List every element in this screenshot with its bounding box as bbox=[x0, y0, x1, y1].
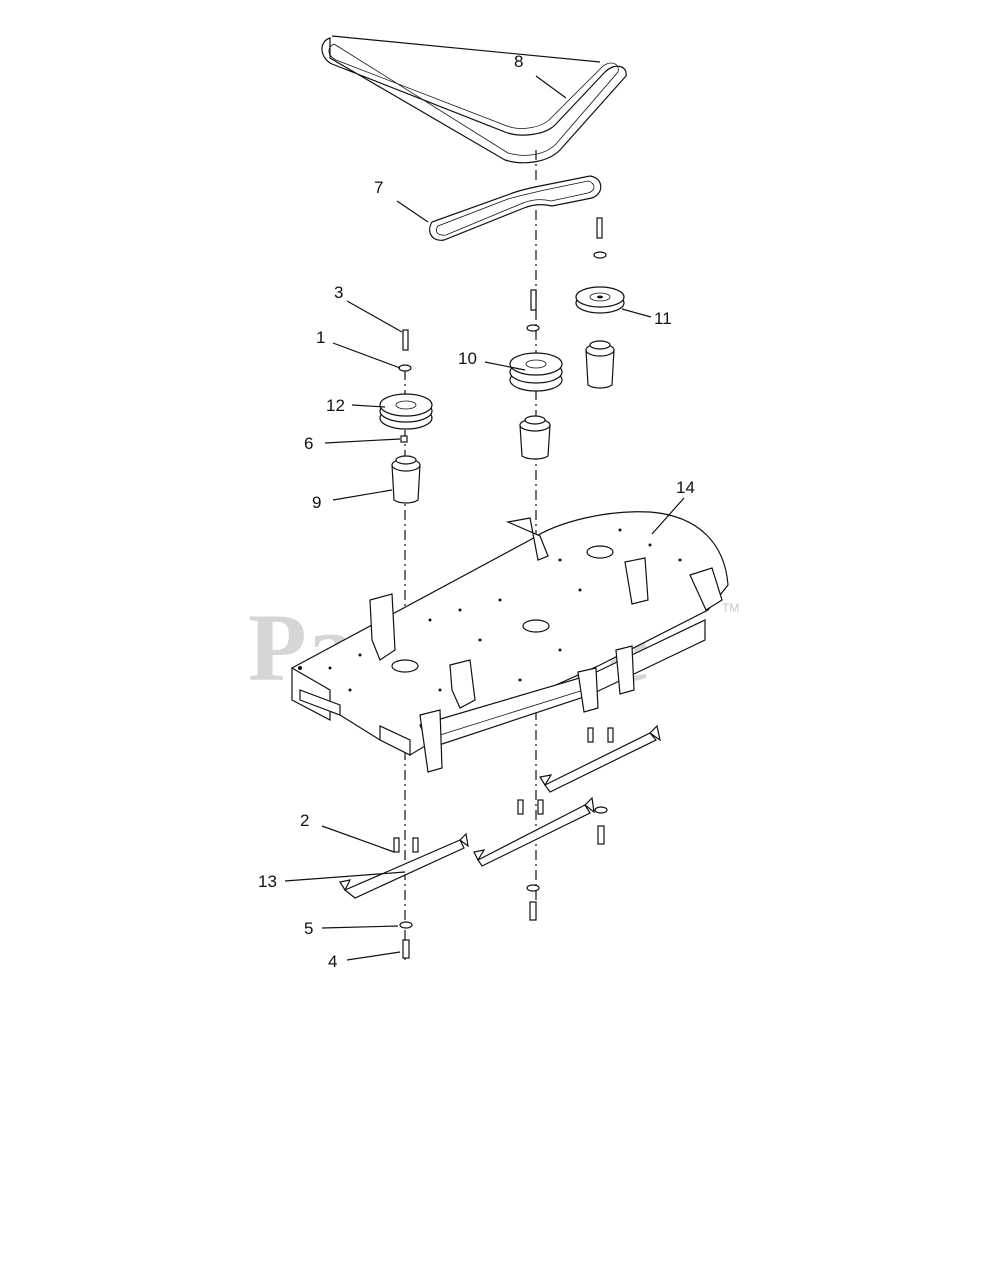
callout-8: 8 bbox=[514, 52, 523, 71]
washer-1 bbox=[398, 364, 412, 372]
callout-14: 14 bbox=[676, 478, 695, 497]
callout-4: 4 bbox=[328, 952, 337, 971]
leader-lines bbox=[284, 75, 685, 961]
callout-5: 5 bbox=[304, 919, 313, 938]
callout-6: 6 bbox=[304, 434, 313, 453]
callout-9: 9 bbox=[312, 493, 321, 512]
belt-large bbox=[321, 35, 627, 164]
bolt-middle bbox=[530, 289, 537, 311]
pulley-12 bbox=[379, 393, 433, 430]
upper-hardware bbox=[398, 217, 607, 443]
key-6 bbox=[400, 435, 408, 443]
callouts: 8 7 3 1 12 6 9 10 11 14 2 13 5 4 bbox=[258, 52, 695, 971]
callout-2: 2 bbox=[300, 811, 309, 830]
washer-middle bbox=[526, 324, 540, 332]
pulley-10 bbox=[509, 352, 563, 392]
spindle-middle bbox=[519, 415, 551, 460]
bolt-3 bbox=[402, 329, 409, 351]
lower-hardware bbox=[393, 727, 614, 959]
callout-10: 10 bbox=[458, 349, 477, 368]
callout-7: 7 bbox=[374, 178, 383, 197]
callout-1: 1 bbox=[316, 328, 325, 347]
blade-left bbox=[339, 832, 469, 899]
blade-right bbox=[539, 724, 661, 793]
washer-right bbox=[593, 251, 607, 259]
callout-13: 13 bbox=[258, 872, 277, 891]
callout-3: 3 bbox=[334, 283, 343, 302]
pulley-11 bbox=[575, 286, 625, 314]
belt-small bbox=[429, 175, 602, 241]
watermark-tm: TM bbox=[722, 601, 739, 615]
callout-12: 12 bbox=[326, 396, 345, 415]
spindle-right bbox=[585, 340, 615, 389]
callout-11: 11 bbox=[654, 309, 672, 328]
spindle-left bbox=[391, 455, 421, 504]
bolt-right bbox=[596, 217, 603, 239]
mower-deck bbox=[291, 511, 729, 773]
blade-middle bbox=[473, 796, 595, 867]
